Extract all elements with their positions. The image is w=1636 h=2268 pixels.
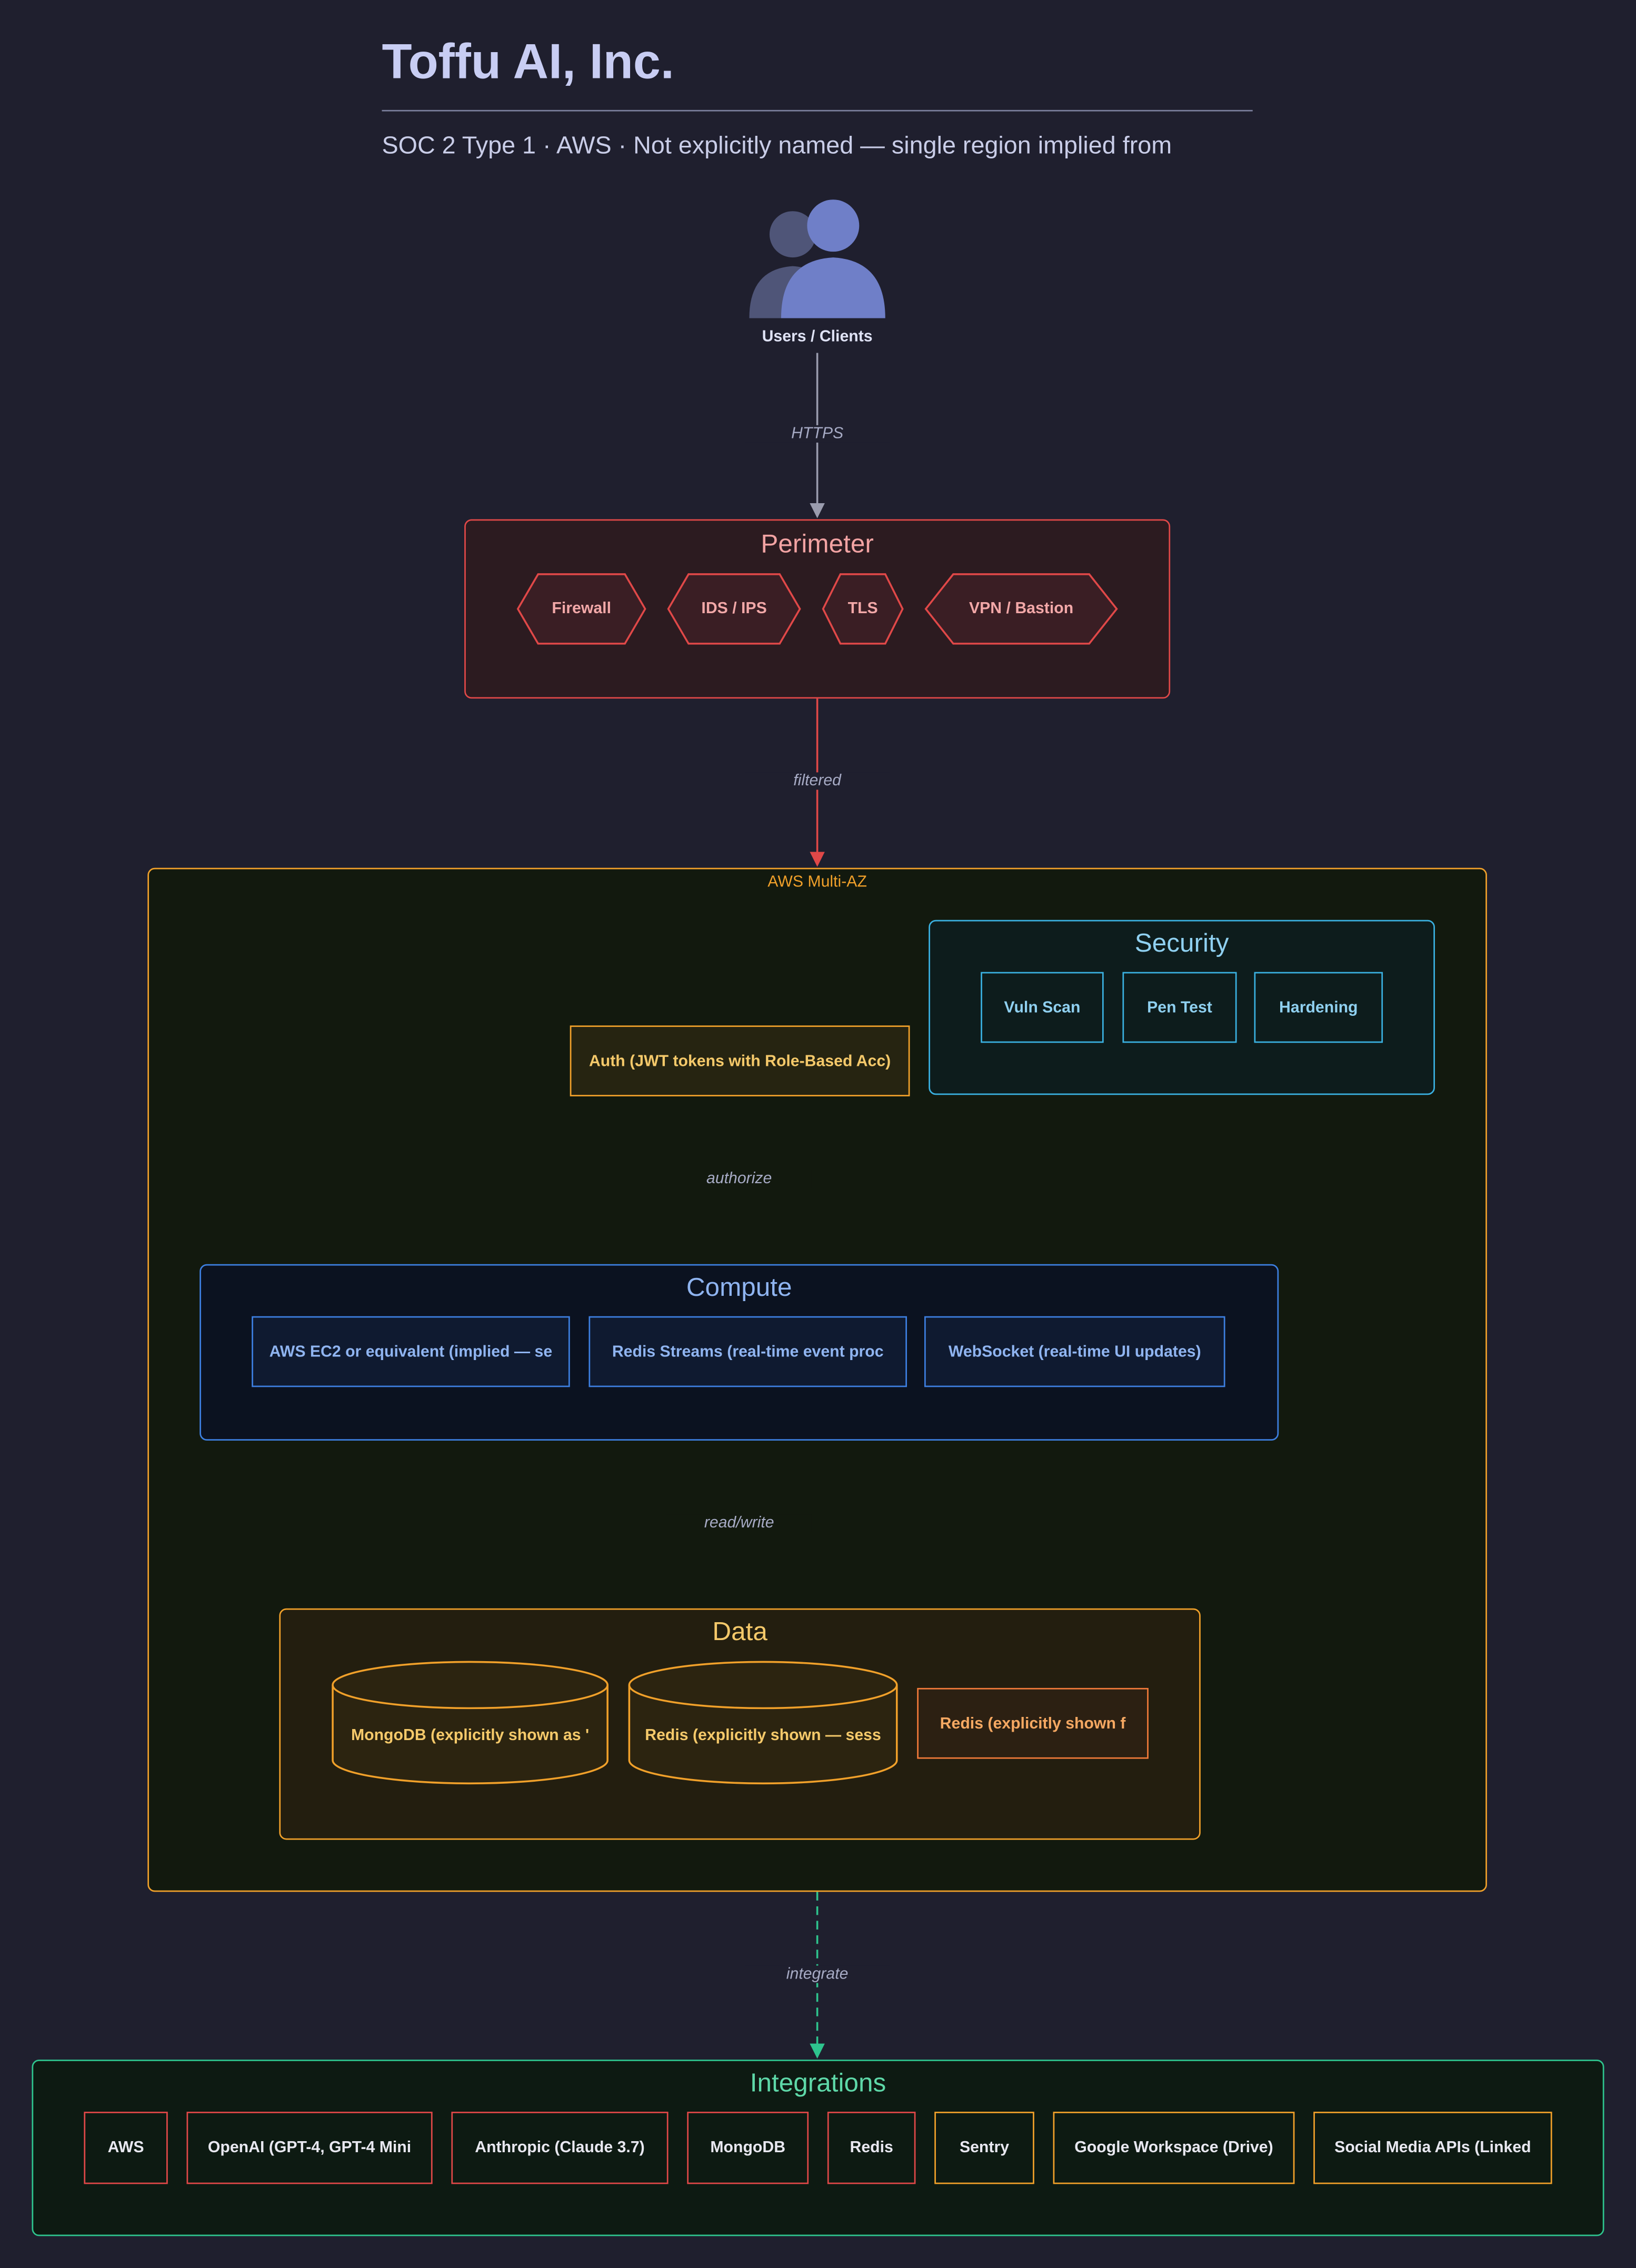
ec2-node: AWS EC2 or equivalent (implied — se [252,1316,570,1387]
firewall-node: Firewall [516,573,646,645]
redis-cache-node: Redis (explicitly shown f [917,1687,1149,1759]
integration-social-media: Social Media APIs (Linked [1313,2112,1552,2184]
integration-redis: Redis [827,2112,916,2184]
integration-google-workspace: Google Workspace (Drive) [1053,2112,1295,2184]
redis-session-label: Redis (explicitly shown — sess [645,1727,881,1745]
integration-sentry: Sentry [934,2112,1034,2184]
edge-label-https: HTTPS [745,425,890,443]
integration-aws: AWS [84,2112,168,2184]
vpn-bastion-node: VPN / Bastion [924,573,1118,645]
edge-label-read-write: read/write [666,1514,812,1532]
page-subtitle: SOC 2 Type 1 · AWS · Not explicitly name… [382,132,1172,159]
title-divider [382,109,1253,112]
pen-test-node: Pen Test [1122,972,1237,1043]
data-title: Data [712,1617,767,1646]
compute-title: Compute [686,1273,792,1302]
integration-openai: OpenAI (GPT-4, GPT-4 Mini [186,2112,433,2184]
security-group: Security [929,920,1435,1095]
tls-label: TLS [847,600,878,618]
integration-mongodb: MongoDB [687,2112,809,2184]
mongodb-label: MongoDB (explicitly shown as ' [351,1727,590,1745]
page-title: Toffu AI, Inc. [382,34,674,90]
aws-region-label: AWS Multi-AZ [767,873,867,891]
users-label: Users / Clients [762,328,873,346]
auth-node: Auth (JWT tokens with Role-Based Acc) [570,1025,910,1096]
ids-ips-node: IDS / IPS [667,573,802,645]
vpn-bastion-label: VPN / Bastion [969,600,1074,618]
vuln-scan-node: Vuln Scan [981,972,1104,1043]
users-icon [749,199,885,318]
firewall-label: Firewall [552,600,611,618]
redis-session-datastore: Redis (explicitly shown — sess [628,1661,899,1785]
websocket-node: WebSocket (real-time UI updates) [924,1316,1225,1387]
integrations-title: Integrations [750,2068,886,2097]
integrations-group: Integrations [32,2060,1604,2236]
tls-node: TLS [822,573,904,645]
integration-anthropic: Anthropic (Claude 3.7) [451,2112,669,2184]
hardening-node: Hardening [1254,972,1383,1043]
edge-label-filtered: filtered [745,772,890,790]
security-title: Security [1134,928,1229,958]
mongodb-datastore: MongoDB (explicitly shown as ' [331,1661,609,1785]
ids-ips-label: IDS / IPS [701,600,767,618]
edge-label-authorize: authorize [666,1170,812,1188]
perimeter-title: Perimeter [761,529,874,558]
redis-streams-node: Redis Streams (real-time event proc [588,1316,907,1387]
edge-label-integrate: integrate [745,1965,890,1983]
